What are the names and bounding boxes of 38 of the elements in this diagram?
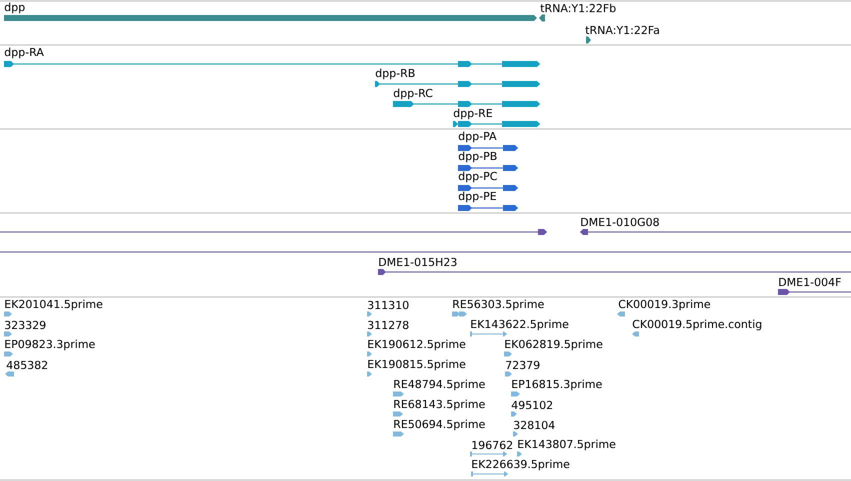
feature-label: 323329 bbox=[5, 320, 46, 330]
feature-label: CK00019.5prime.contig bbox=[632, 320, 762, 330]
feature-label: dpp bbox=[4, 2, 25, 14]
feature-label: 311310 bbox=[368, 300, 408, 310]
feature-label: DME1-010G08 bbox=[581, 218, 659, 226]
feature-label: 495102 bbox=[512, 400, 552, 410]
feature-label: EP09823.3prime bbox=[5, 340, 95, 350]
feature-label: RE56303.5prime bbox=[453, 300, 544, 310]
feature-label: tRNA:Y1:22Fa bbox=[586, 26, 659, 34]
feature-label: RE50694.5prime bbox=[394, 420, 485, 430]
feature-label: dpp-PE bbox=[458, 192, 496, 202]
feature-label: dpp-RB bbox=[376, 68, 415, 80]
feature-label: tRNA:Y1:22Fb bbox=[540, 4, 616, 12]
feature-label: EK201041.5prime bbox=[5, 300, 102, 310]
feature-label: 72379 bbox=[506, 360, 540, 370]
feature-label: dpp-PB bbox=[458, 152, 497, 162]
feature-label: RE68143.5prime bbox=[394, 400, 485, 410]
feature-label: dpp-PC bbox=[458, 172, 497, 182]
feature-label: 328104 bbox=[514, 420, 555, 430]
feature-label: EK190612.5prime bbox=[368, 340, 466, 350]
feature-label: 196762 bbox=[472, 440, 512, 450]
feature-label: dpp-RA bbox=[4, 48, 44, 58]
feature-label: dpp-RE bbox=[454, 108, 492, 120]
feature-label: EK190815.5prime bbox=[368, 360, 466, 370]
feature-label: CK00019.3prime bbox=[618, 300, 710, 310]
feature-label: dpp-RC bbox=[394, 88, 432, 100]
feature-label: EK062819.5prime bbox=[505, 340, 602, 350]
feature-label: 485382 bbox=[6, 360, 48, 370]
feature-label: RE48794.5prime bbox=[394, 380, 485, 390]
feature-label: EP16815.3prime bbox=[512, 380, 602, 390]
feature-label: dpp-PA bbox=[458, 132, 496, 142]
feature-label: DME1-004F bbox=[779, 278, 841, 286]
feature-label: DME1-015H23 bbox=[379, 258, 456, 266]
feature-label: EK143622.5prime bbox=[471, 320, 568, 330]
feature-label: EK143807.5prime bbox=[518, 440, 616, 450]
feature-glyph bbox=[0, 229, 548, 235]
feature-label: EK226639.5prime bbox=[472, 460, 570, 470]
feature-label: 311278 bbox=[368, 320, 408, 330]
